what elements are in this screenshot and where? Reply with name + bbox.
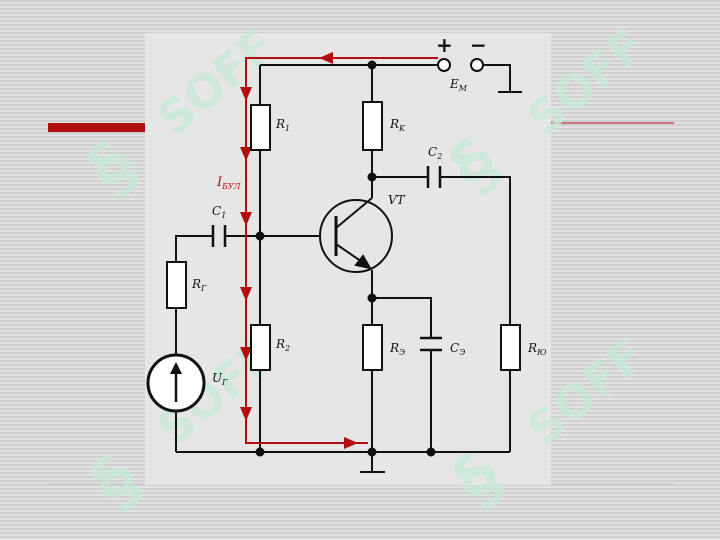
label-ug: UГ [212, 371, 228, 387]
resistor-re [362, 324, 383, 371]
transistor-body [319, 199, 393, 273]
transistor-collector-lead [335, 197, 373, 229]
capacitors [211, 166, 442, 352]
junction-dot [255, 231, 265, 241]
source-arrow-head [170, 362, 182, 374]
supply-terminals: + − EM [436, 33, 487, 93]
label-rload: RЮ [527, 341, 547, 357]
label-r2: R2 [275, 337, 290, 353]
resistors [166, 101, 521, 371]
resistor-rg [166, 261, 187, 309]
resistor-r1 [250, 104, 271, 151]
label-re: RЭ [389, 341, 405, 357]
watermark-logo-3: § [76, 439, 156, 524]
signal-source-ug [146, 353, 206, 413]
label-vt: VT [388, 193, 406, 207]
minus-terminal [470, 58, 484, 72]
label-rg: RГ [191, 277, 207, 293]
resistor-rload [500, 324, 521, 371]
bias-current-label: IБУЛ [216, 175, 241, 191]
label-ce: CЭ [450, 341, 465, 357]
junction-dot [367, 293, 377, 303]
supply-label: EM [449, 77, 468, 93]
resistor-r2 [250, 324, 271, 371]
plus-sign: + [436, 33, 453, 57]
transistor-emitter-arrow [354, 254, 373, 270]
label-c1: C1 [212, 204, 226, 220]
circuit-wires [175, 64, 522, 473]
plus-terminal [437, 58, 451, 72]
resistor-rk [362, 101, 383, 151]
junction-dot [255, 447, 265, 457]
accent-bar-left [48, 123, 145, 132]
bias-current-loop [240, 52, 438, 449]
junction-dot [367, 60, 377, 70]
junction-dot [367, 447, 377, 457]
label-r1: R1 [275, 117, 290, 133]
label-rk: RK [389, 117, 406, 133]
junction-dots [255, 60, 436, 457]
label-c2: C2 [428, 145, 442, 161]
junction-dot [367, 172, 377, 182]
watermark-logo-1: § [73, 125, 153, 210]
minus-sign: − [470, 33, 487, 57]
transistor-vt [319, 197, 393, 273]
junction-dot [426, 447, 436, 457]
